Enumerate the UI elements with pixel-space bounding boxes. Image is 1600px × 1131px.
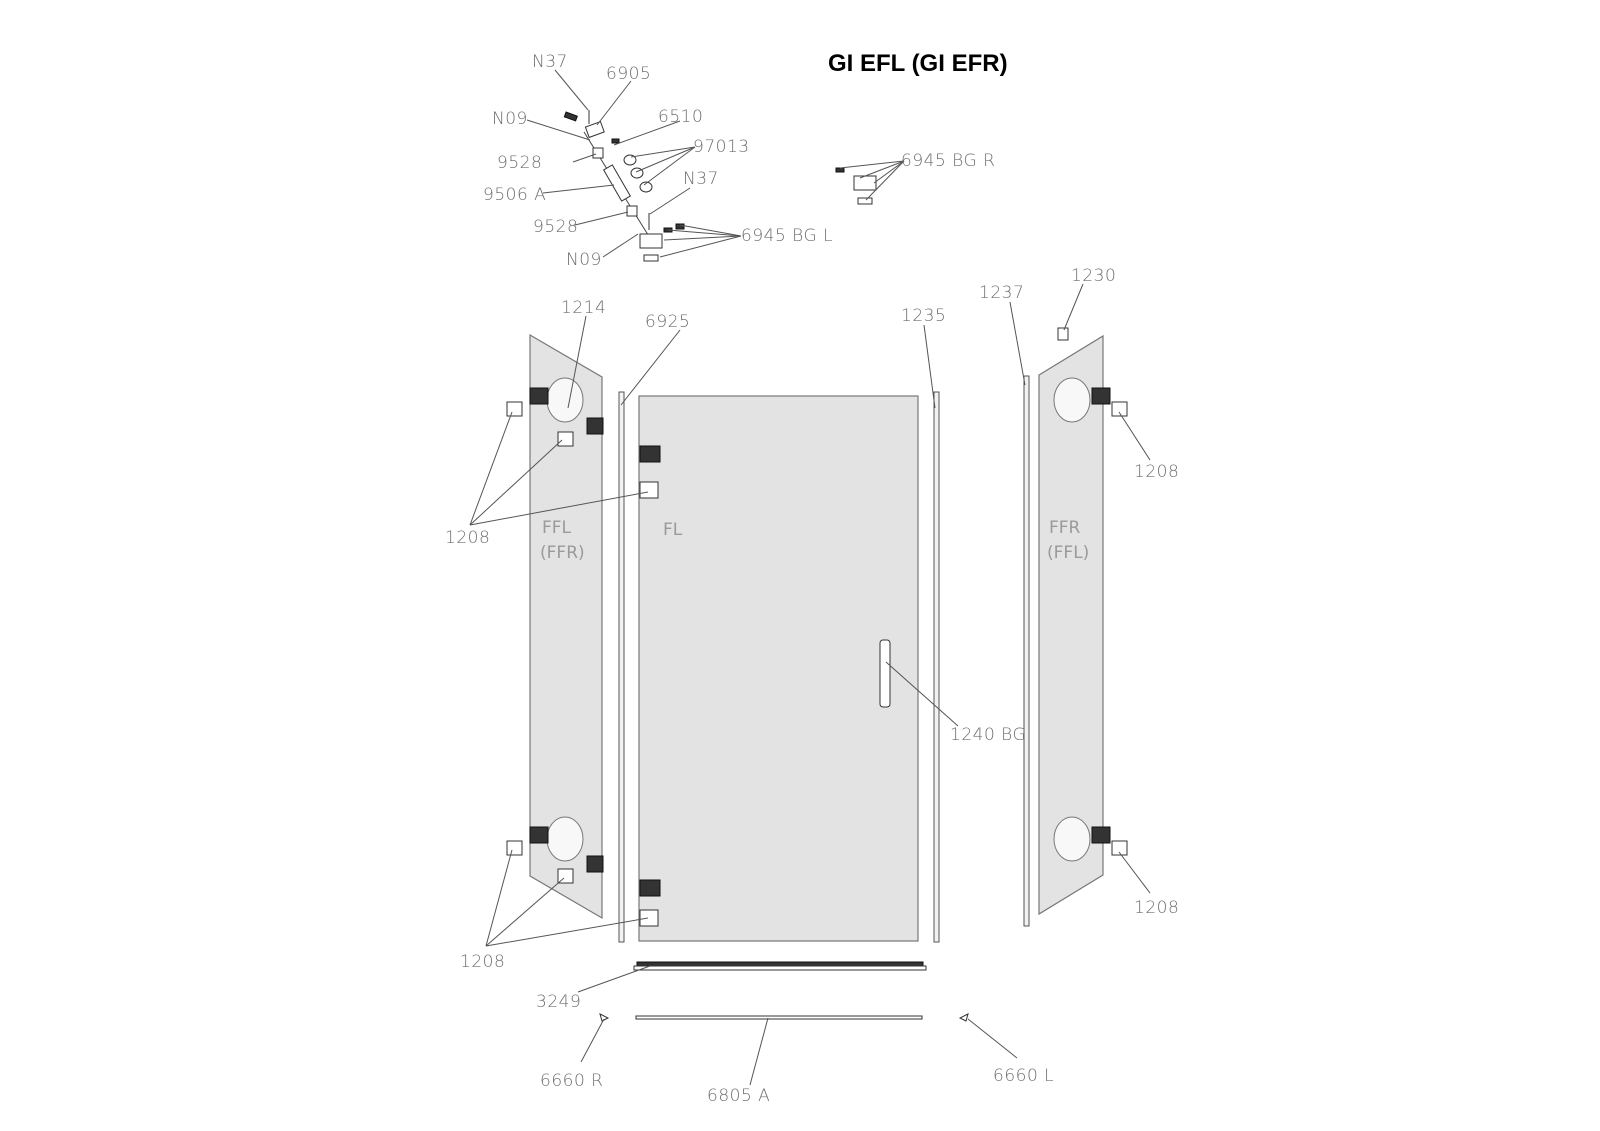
label-6660r: 6660 R	[540, 1071, 603, 1091]
hinge-bar-assembly	[563, 110, 685, 262]
panel-label-right: FFR	[1049, 518, 1081, 538]
threshold-seal-3249	[636, 961, 924, 967]
label-1208-left-bottom: 1208	[460, 952, 505, 972]
leader-lines-top	[526, 69, 905, 258]
door-handle	[879, 639, 891, 708]
leader-lines-panels	[469, 283, 1151, 1086]
label-9506a: 9506 A	[483, 185, 546, 205]
end-cap-6660r	[599, 1013, 610, 1022]
label-1214: 1214	[561, 298, 606, 318]
label-9528-top: 9528	[497, 153, 542, 173]
label-1240bg: 1240 BG	[950, 725, 1026, 745]
fixed-panel-right	[1038, 334, 1104, 916]
door-panel	[638, 395, 919, 942]
label-9528-bottom: 9528	[533, 217, 578, 237]
label-1208-right-bottom: 1208	[1134, 898, 1179, 918]
label-1230: 1230	[1071, 266, 1116, 286]
label-97013: 97013	[693, 137, 750, 157]
profile-1237	[1023, 375, 1030, 927]
label-1237: 1237	[979, 283, 1024, 303]
panel-label-door: FL	[663, 520, 683, 540]
fixed-panel-left	[529, 333, 603, 920]
label-6905: 6905	[606, 64, 651, 84]
label-1235: 1235	[901, 306, 946, 326]
label-6945bgl: 6945 BG L	[741, 226, 833, 246]
profile-1235	[933, 391, 940, 943]
label-6925: 6925	[645, 312, 690, 332]
label-6510: 6510	[658, 107, 703, 127]
panel-label-left: FFL	[542, 518, 572, 538]
label-n09-bottom: N09	[566, 250, 602, 270]
label-1208-right-top: 1208	[1134, 462, 1179, 482]
panel-label-right-alt: (FFL)	[1047, 543, 1089, 563]
label-6945bgr: 6945 BG R	[901, 151, 995, 171]
panel-label-left-alt: (FFR)	[540, 543, 585, 563]
hinge-right-assembly	[835, 167, 877, 205]
profile-6925	[618, 391, 625, 943]
label-n09-top: N09	[492, 109, 528, 129]
bottom-profile-6805a	[635, 1015, 923, 1020]
label-6805a: 6805 A	[707, 1086, 770, 1106]
label-n37-bottom: N37	[683, 169, 719, 189]
diagram-title: GI EFL (GI EFR)	[828, 50, 1008, 77]
label-6660l: 6660 L	[993, 1066, 1054, 1086]
end-cap-6660l	[958, 1013, 969, 1022]
label-3249: 3249	[536, 992, 581, 1012]
label-1208-left-top: 1208	[445, 528, 490, 548]
label-n37-top: N37	[532, 52, 568, 72]
panel-hinges	[506, 327, 1128, 927]
